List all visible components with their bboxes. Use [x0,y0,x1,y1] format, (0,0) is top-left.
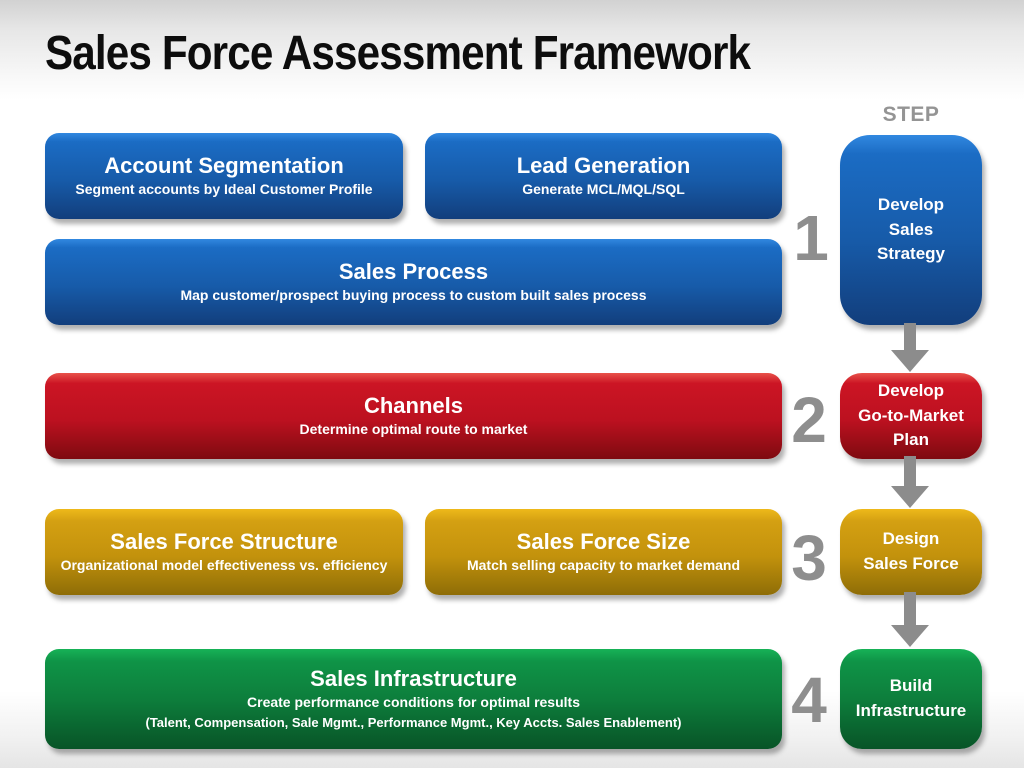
arrow-stem [904,456,916,486]
box-title: Sales Force Structure [110,529,338,555]
step-box-develop-sales-strategy: Develop Sales Strategy [840,135,982,325]
box-title: Sales Infrastructure [310,666,517,692]
arrow-stem [904,592,916,625]
box-title: Account Segmentation [104,153,344,179]
box-title: Channels [363,393,464,419]
box-subtitle: Map customer/prospect buying process to … [180,287,647,304]
step-column-header: STEP [882,103,940,126]
step-label: Develop Sales Strategy [876,195,946,264]
box-title: Sales Process [338,259,489,285]
box-lead-generation: Lead Generation Generate MCL/MQL/SQL [425,133,782,219]
box-subtitle: Determine optimal route to market [299,421,528,438]
arrow-head [891,625,929,647]
arrow-head [891,486,929,508]
step-number-2: 2 [791,384,827,456]
box-subtitle-2: (Talent, Compensation, Sale Mgmt., Perfo… [145,714,682,730]
box-sales-infrastructure: Sales Infrastructure Create performance … [45,649,782,749]
step-number-3: 3 [791,522,827,594]
box-account-segmentation: Account Segmentation Segment accounts by… [45,133,403,219]
box-subtitle: Organizational model effectiveness vs. e… [60,557,388,574]
down-arrow-icon [891,456,929,508]
box-sales-force-structure: Sales Force Structure Organizational mod… [45,509,403,595]
step-label: Design Sales Force [863,529,959,573]
step-label: Build Infrastructure [855,676,967,720]
step-box-develop-go-to-market-plan: Develop Go-to-Market Plan [840,373,982,459]
step-box-design-sales-force: Design Sales Force [840,509,982,595]
step-number-4: 4 [791,664,827,736]
step-box-build-infrastructure: Build Infrastructure [840,649,982,749]
down-arrow-icon [891,592,929,647]
box-subtitle: Match selling capacity to market demand [466,557,741,574]
box-title: Sales Force Size [516,529,691,555]
arrow-head [891,350,929,372]
box-subtitle: Segment accounts by Ideal Customer Profi… [75,181,373,198]
box-sales-process: Sales Process Map customer/prospect buyi… [45,239,782,325]
step-label: Develop Go-to-Market Plan [858,381,964,450]
box-title: Lead Generation [516,153,691,179]
page-title: Sales Force Assessment Framework [45,27,751,80]
box-subtitle: Create performance conditions for optima… [247,694,580,711]
arrow-stem [904,323,916,350]
down-arrow-icon [891,323,929,372]
box-channels: Channels Determine optimal route to mark… [45,373,782,459]
box-subtitle: Generate MCL/MQL/SQL [522,181,685,198]
step-number-1: 1 [793,202,829,274]
box-sales-force-size: Sales Force Size Match selling capacity … [425,509,782,595]
